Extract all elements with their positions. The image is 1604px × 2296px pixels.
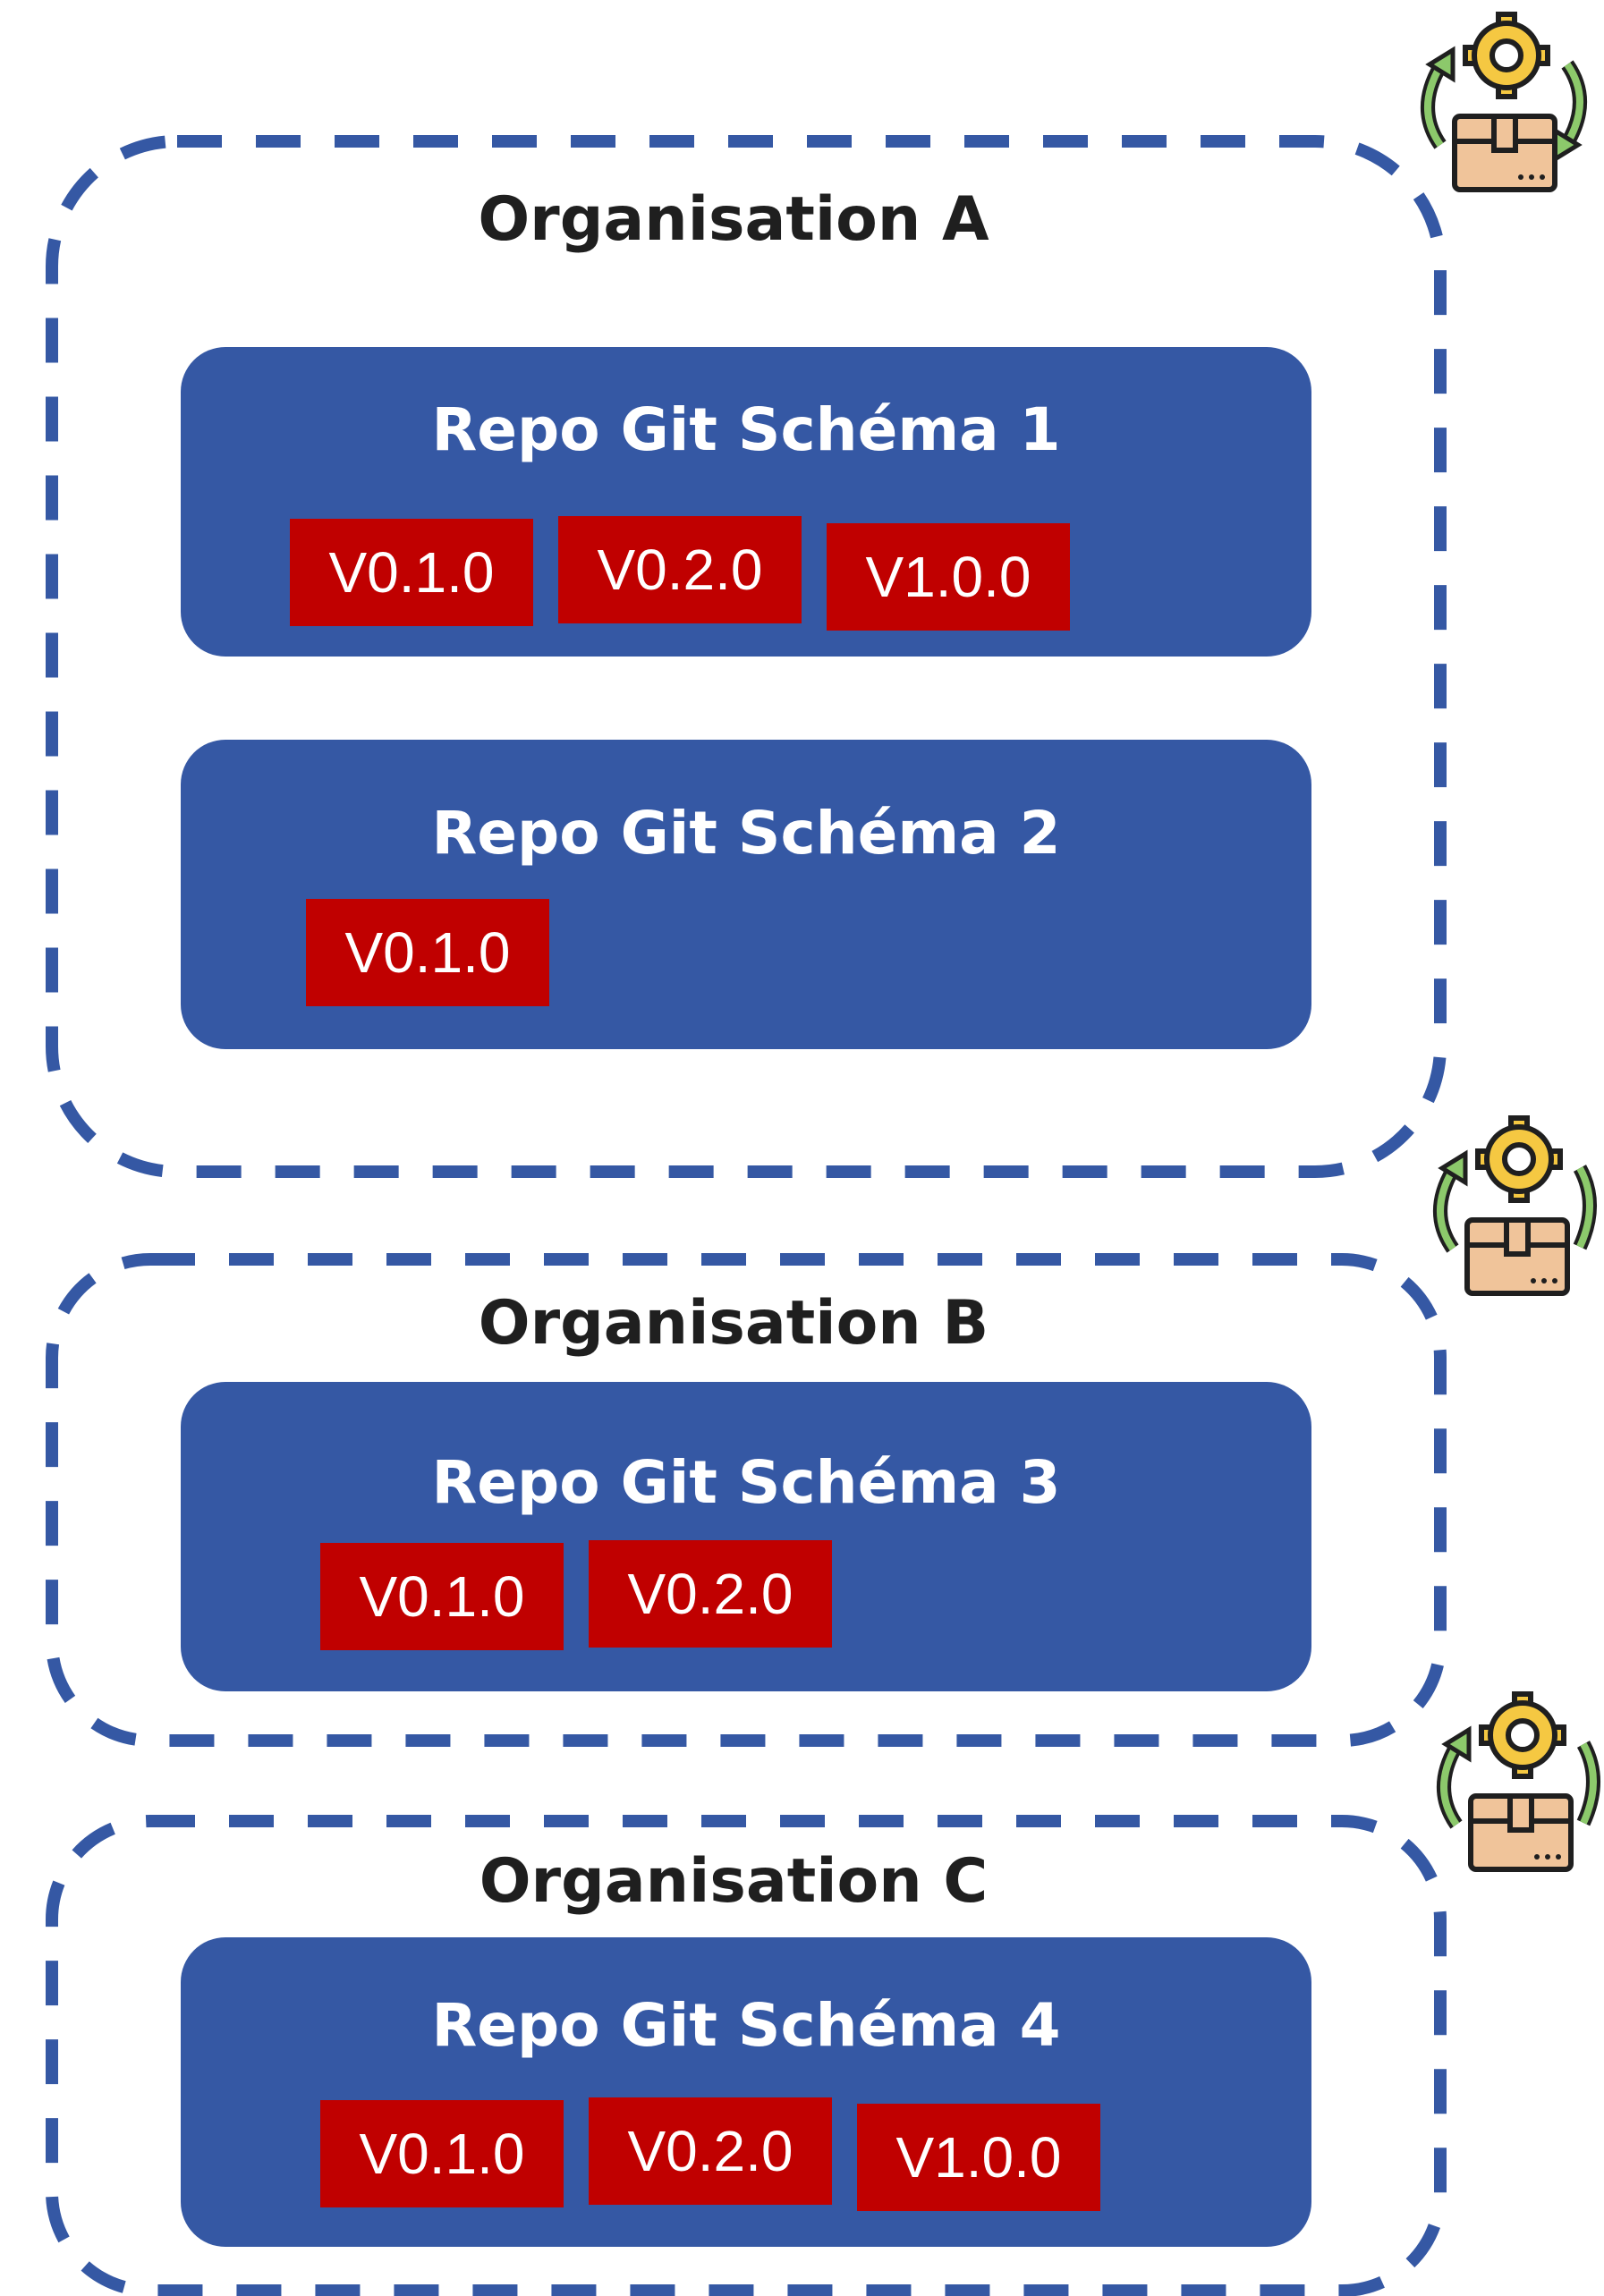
- org-frame-c: [46, 1815, 1447, 2296]
- version-tag: V1.0.0: [857, 2104, 1100, 2211]
- gear-icon: [1463, 12, 1550, 99]
- package-icon: [1464, 1217, 1570, 1296]
- gear-icon: [1479, 1691, 1566, 1779]
- org-c-title: Organisation C: [479, 1846, 989, 1917]
- gear-icon: [1475, 1115, 1563, 1203]
- package-sync-icon: [1437, 1691, 1600, 1872]
- version-tag: V0.1.0: [290, 519, 533, 626]
- repo-schema-1: Repo Git Schéma 1 V0.1.0 V0.2.0 V1.0.0: [181, 347, 1311, 657]
- repo-title: Repo Git Schéma 4: [431, 1991, 1061, 2060]
- sync-arrows-icon: [1437, 1725, 1600, 1829]
- org-a-title: Organisation A: [478, 184, 989, 255]
- sync-arrows-icon: [1421, 46, 1587, 164]
- org-b-title: Organisation B: [478, 1288, 989, 1359]
- version-tag: V0.1.0: [306, 899, 549, 1006]
- repo-title: Repo Git Schéma 2: [431, 799, 1061, 868]
- repo-schema-3: Repo Git Schéma 3 V0.1.0 V0.2.0: [181, 1382, 1311, 1691]
- repo-title: Repo Git Schéma 1: [431, 395, 1061, 464]
- package-icon: [1452, 114, 1557, 192]
- package-icon: [1468, 1793, 1574, 1872]
- package-sync-icon: [1421, 12, 1587, 192]
- repo-schema-4: Repo Git Schéma 4 V0.1.0 V0.2.0 V1.0.0: [181, 1937, 1311, 2247]
- package-sync-icon: [1433, 1115, 1597, 1296]
- version-tag: V0.2.0: [589, 2097, 832, 2205]
- version-tag: V0.1.0: [320, 1543, 564, 1650]
- org-frame-a: [46, 135, 1447, 1178]
- version-tag: V0.1.0: [320, 2100, 564, 2207]
- version-tag: V0.2.0: [558, 516, 802, 623]
- version-tag: V0.2.0: [589, 1540, 832, 1648]
- version-tag: V1.0.0: [827, 523, 1070, 631]
- sync-arrows-icon: [1433, 1149, 1597, 1253]
- org-frame-b: [46, 1253, 1447, 1747]
- repo-title: Repo Git Schéma 3: [431, 1448, 1061, 1517]
- repo-schema-2: Repo Git Schéma 2 V0.1.0: [181, 740, 1311, 1049]
